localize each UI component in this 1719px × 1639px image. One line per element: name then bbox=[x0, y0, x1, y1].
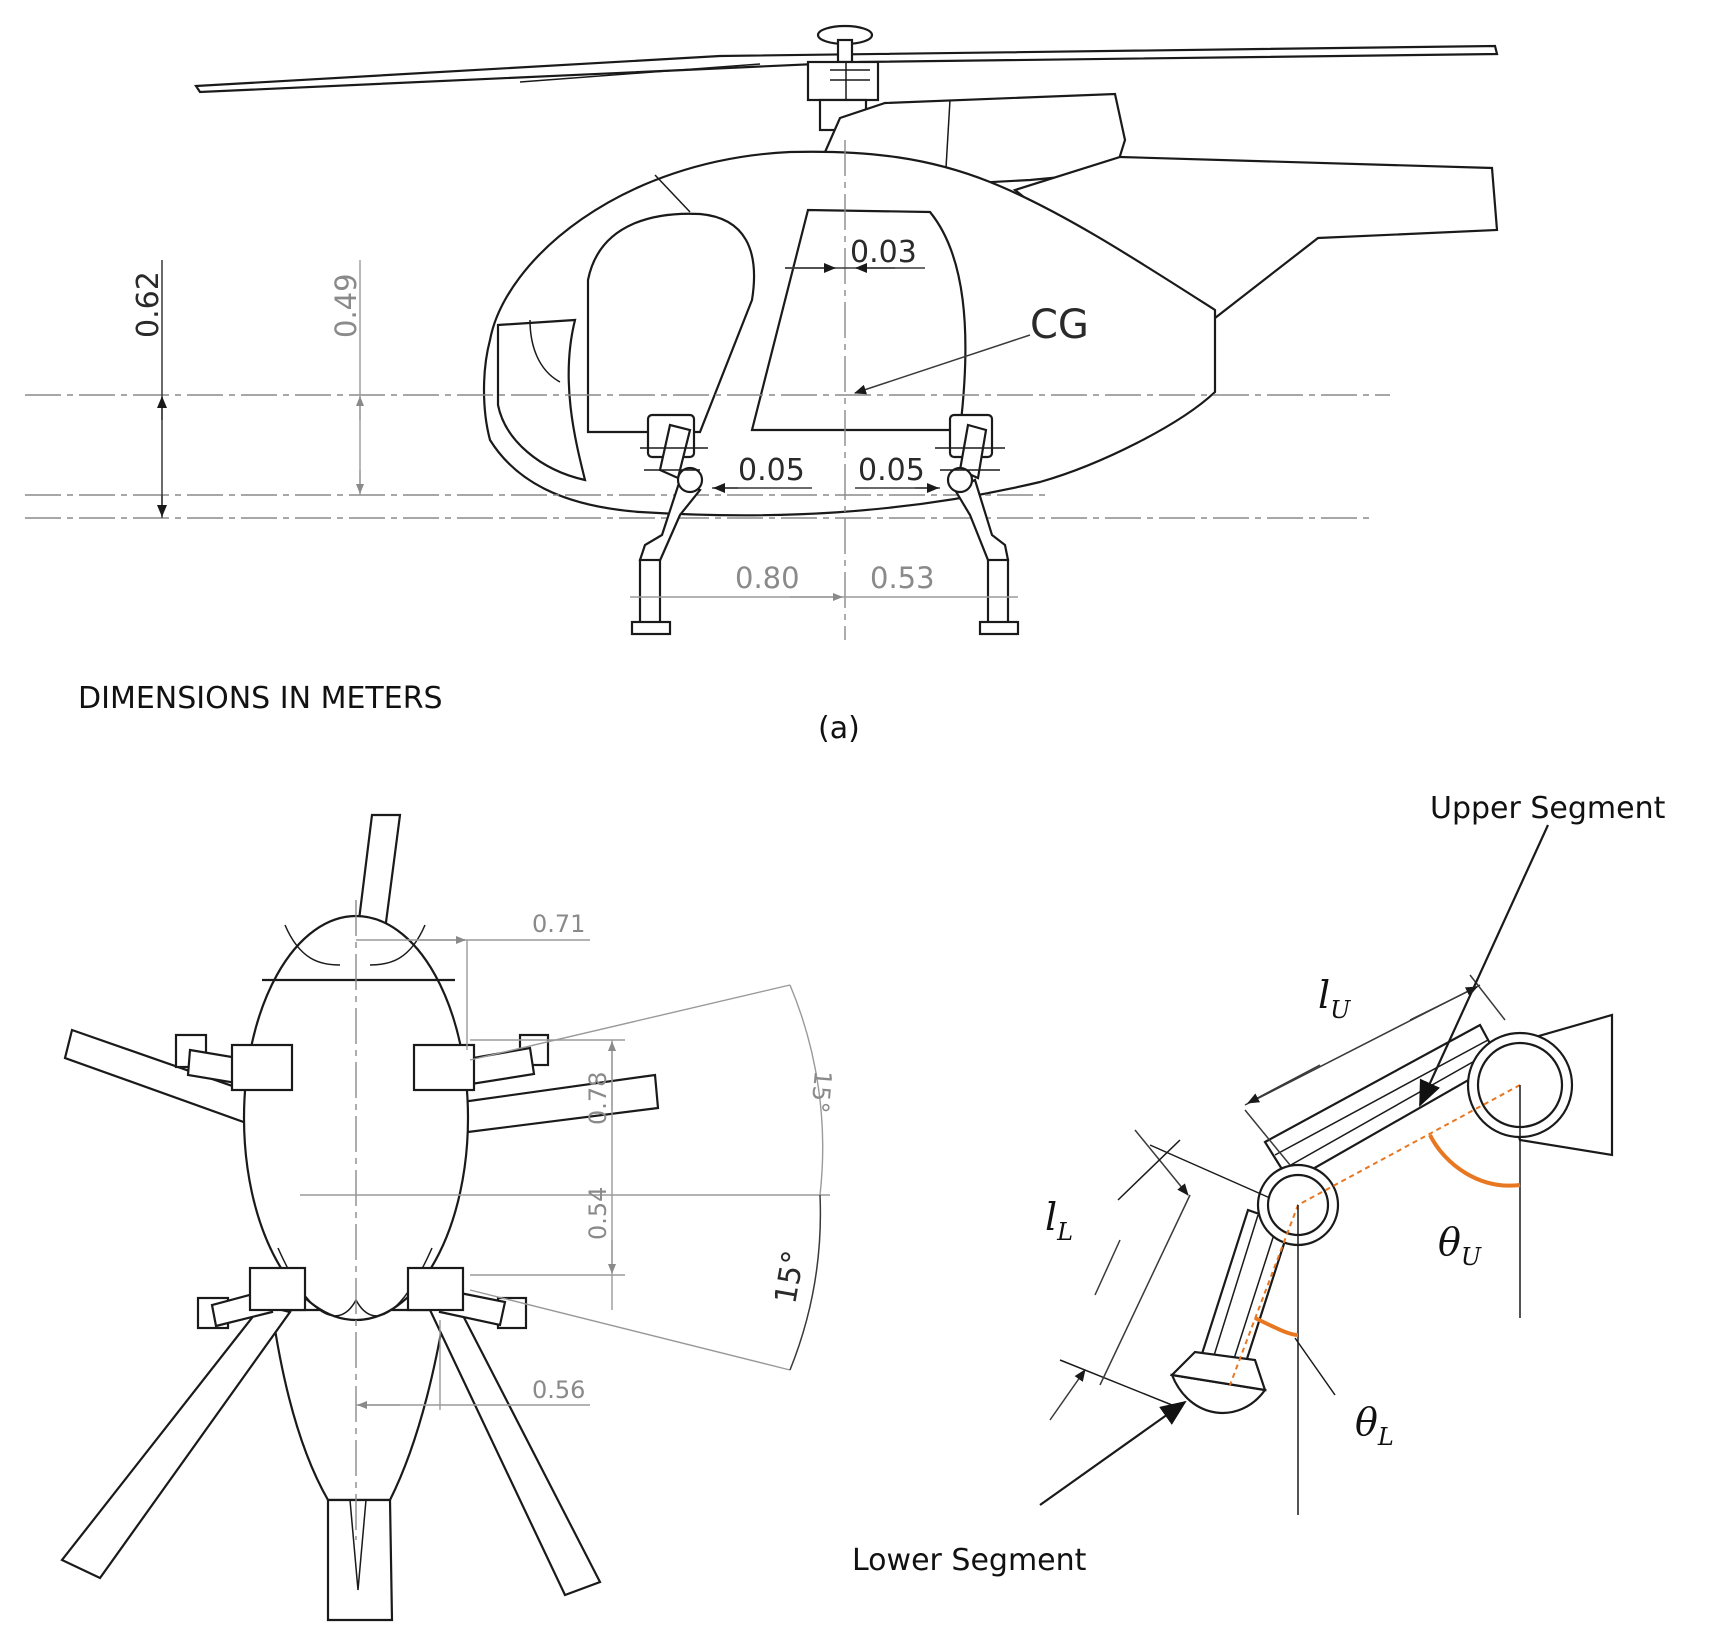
units-note: DIMENSIONS IN METERS bbox=[78, 681, 443, 716]
upper-segment-pointer bbox=[1418, 824, 1550, 1107]
leg-top-front-right bbox=[412, 1033, 550, 1092]
dim-front-longitudinal: 0.78 bbox=[584, 1072, 612, 1125]
dim-front-leg-offset: 0.05 bbox=[738, 453, 805, 488]
dim-front-lateral: 0.71 bbox=[532, 910, 585, 938]
panel-a-side-view: CG 0.03 0.05 0.05 0.80 0.53 0.62 0.49 DI… bbox=[25, 24, 1499, 746]
blade-rear-left bbox=[60, 1303, 292, 1580]
dim-rear-leg-offset: 0.05 bbox=[858, 453, 925, 488]
panel-c-leg-schematic: lU lL θU θL Upper Segment Lower Segment bbox=[852, 791, 1666, 1578]
panel-a-caption: (a) bbox=[818, 711, 860, 746]
leg-top-rear-left bbox=[196, 1266, 307, 1330]
front-landing-leg bbox=[630, 413, 708, 636]
leg-top-front-left bbox=[174, 1033, 294, 1092]
upper-angle-arc bbox=[1428, 1134, 1521, 1188]
panel-b-top-view: 0.71 0.56 0.78 0.54 15° 15° bbox=[60, 813, 837, 1622]
lower-angle-symbol: θL bbox=[1355, 1400, 1394, 1451]
foot bbox=[1170, 1373, 1267, 1415]
dim-height-cg: 0.62 bbox=[131, 271, 166, 338]
dim-front-span: 0.80 bbox=[735, 561, 800, 595]
cg-pointer-arrow bbox=[854, 334, 1031, 395]
dim-cg-offset: 0.03 bbox=[850, 235, 917, 270]
lower-segment-label: Lower Segment bbox=[852, 1543, 1087, 1578]
dim-height-hip: 0.49 bbox=[329, 273, 363, 338]
angle-arc-front bbox=[789, 984, 824, 1196]
lower-length-dim bbox=[1099, 1194, 1191, 1386]
dim-rear-lateral: 0.56 bbox=[532, 1376, 585, 1404]
upper-angle-symbol: θU bbox=[1438, 1220, 1482, 1271]
blade-rear-right bbox=[428, 1298, 602, 1597]
leg-top-rear-right bbox=[406, 1266, 528, 1330]
rear-landing-leg bbox=[935, 413, 1020, 636]
lower-angle-arc bbox=[1254, 1316, 1299, 1337]
dim-rear-longitudinal: 0.54 bbox=[584, 1187, 612, 1240]
lower-segment-pointer bbox=[1039, 1400, 1187, 1506]
front-window bbox=[586, 212, 756, 434]
upper-segment-label: Upper Segment bbox=[1430, 791, 1666, 826]
blade-front-right bbox=[460, 1073, 660, 1134]
angle-arc-rear bbox=[789, 1194, 822, 1371]
dim-front-angle: 15° bbox=[805, 1069, 837, 1114]
cg-label: CG bbox=[1030, 302, 1089, 348]
dim-rear-angle: 15° bbox=[768, 1248, 812, 1306]
upper-length-symbol: lU bbox=[1318, 973, 1351, 1024]
lower-length-symbol: lL bbox=[1045, 1195, 1073, 1246]
nose-window bbox=[496, 318, 587, 482]
door-window bbox=[750, 208, 967, 432]
dim-rear-span: 0.53 bbox=[870, 561, 935, 595]
main-rotor-blades bbox=[194, 44, 1499, 94]
